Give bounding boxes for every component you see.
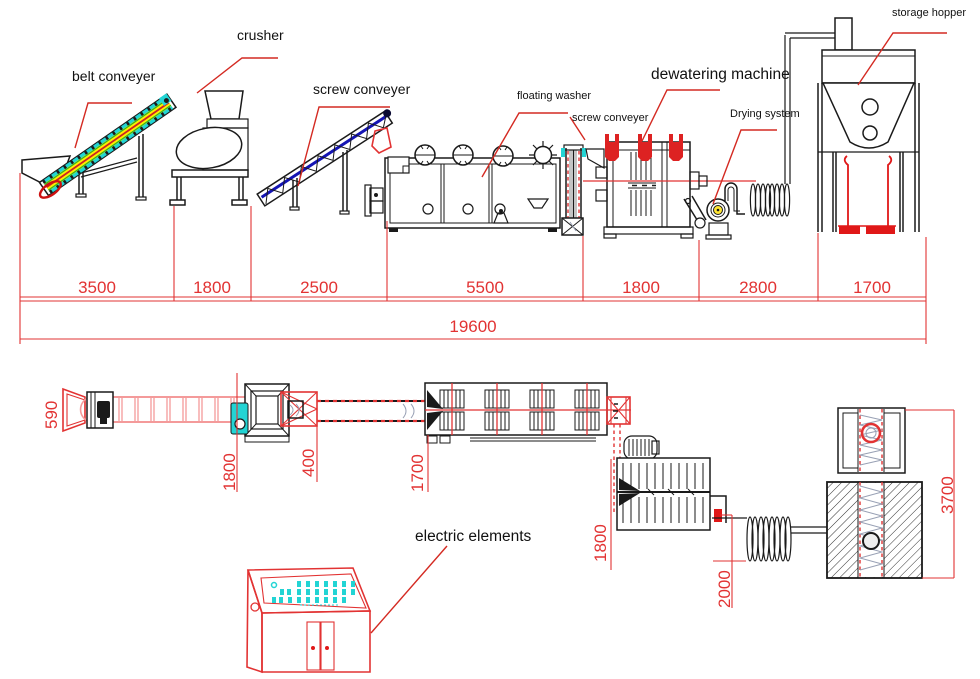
label-floating-washer: floating washer bbox=[517, 90, 591, 102]
leader-lines bbox=[74, 32, 947, 634]
plan-dimensions: 590 1800 400 1700 1800 2000 3700 bbox=[42, 373, 957, 608]
crusher-plan bbox=[230, 383, 290, 443]
belt-band bbox=[38, 93, 178, 199]
label-drying-system: Drying system bbox=[730, 108, 800, 120]
drying-system-plan bbox=[712, 516, 827, 562]
dim-1800: 1800 bbox=[193, 278, 231, 297]
dim-400: 400 bbox=[299, 449, 318, 477]
dim-3500: 3500 bbox=[78, 278, 116, 297]
clamp-icon bbox=[605, 134, 619, 161]
dim-2000: 2000 bbox=[715, 570, 734, 608]
dim-2800: 2800 bbox=[739, 278, 777, 297]
belt-conveyer-figure bbox=[21, 93, 178, 201]
crusher-figure bbox=[169, 90, 249, 206]
label-electric-elements: electric elements bbox=[415, 528, 532, 545]
dim-590: 590 bbox=[42, 401, 61, 429]
dewatering-machine-plan bbox=[616, 435, 727, 531]
electric-cabinet-figure bbox=[246, 567, 372, 674]
dim-1700-plan: 1700 bbox=[408, 454, 427, 492]
plan-view: 590 1800 400 1700 1800 2000 3700 bbox=[42, 373, 957, 674]
dim-1800b: 1800 bbox=[622, 278, 660, 297]
infeed-hopper-plan bbox=[62, 387, 86, 433]
floating-washer-plan bbox=[424, 382, 631, 444]
dim-1800-plan-b: 1800 bbox=[591, 524, 610, 562]
dim-total-19600: 19600 bbox=[449, 317, 496, 336]
clamp-icon bbox=[669, 134, 683, 161]
dim-2500: 2500 bbox=[300, 278, 338, 297]
storage-hopper-plan bbox=[826, 407, 923, 579]
cabinet-door-left bbox=[306, 621, 321, 671]
screw-inlet-plan bbox=[280, 391, 318, 427]
drying-system-figure bbox=[705, 32, 836, 240]
clamp-icon bbox=[638, 134, 652, 161]
control-buttons bbox=[270, 581, 355, 606]
dewatering-machine-figure bbox=[583, 134, 756, 239]
screw-conveyer-plan bbox=[317, 399, 425, 423]
dim-1800-plan: 1800 bbox=[220, 453, 239, 491]
label-storage-hopper: storage hopper bbox=[892, 7, 966, 19]
floating-washer-figure bbox=[364, 141, 561, 232]
dimension-chain: 3500 1800 2500 5500 1800 2800 1700 19600 bbox=[19, 173, 927, 344]
dim-1700: 1700 bbox=[853, 278, 891, 297]
screw-discharge-chute bbox=[371, 127, 392, 154]
spiked-wheel bbox=[529, 141, 557, 169]
label-screw-conveyer: screw conveyer bbox=[313, 81, 411, 97]
conveyer-head-plan bbox=[86, 391, 114, 429]
cabinet-door-right bbox=[320, 621, 335, 671]
side-view: belt conveyer crusher screw conveyer flo… bbox=[19, 7, 966, 634]
dim-5500: 5500 bbox=[466, 278, 504, 297]
label-dewatering-machine: dewatering machine bbox=[651, 66, 790, 83]
valve-plan bbox=[714, 509, 722, 522]
washer-discharge-plan bbox=[606, 396, 631, 515]
storage-hopper-figure bbox=[817, 17, 920, 234]
screw-conveyer-figure bbox=[256, 109, 394, 215]
label-belt-conveyer: belt conveyer bbox=[72, 68, 156, 84]
dim-3700: 3700 bbox=[938, 476, 957, 514]
label-crusher: crusher bbox=[237, 27, 284, 43]
vertical-screw-conveyer-figure bbox=[561, 144, 586, 236]
label-screw-conveyer-2: screw conveyer bbox=[572, 112, 649, 124]
screw-top-plan bbox=[860, 422, 882, 444]
bag-hangers bbox=[838, 155, 896, 234]
